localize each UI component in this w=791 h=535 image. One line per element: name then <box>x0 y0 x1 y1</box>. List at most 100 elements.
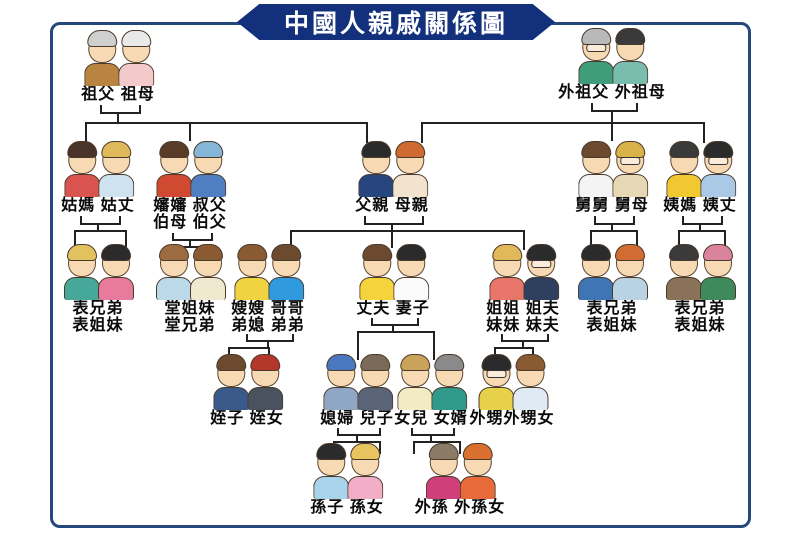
person-body <box>358 277 395 300</box>
person-illustration <box>511 352 548 410</box>
person-illustration <box>156 242 192 300</box>
group-daughter-son-in-law: 女兒 女婿 <box>394 352 467 427</box>
label-line: 伯母 伯父 <box>153 214 227 231</box>
person-hair <box>614 141 645 158</box>
couple-illustration <box>488 242 559 300</box>
title-banner: 中國人親戚關係圖 <box>237 4 555 40</box>
marriage-bracket <box>80 216 121 225</box>
relationship-label: 表兄弟表姐妹 <box>586 300 637 334</box>
relationship-label: 孫子 孫女 <box>310 499 383 516</box>
label-line: 表姐妹 <box>674 317 726 334</box>
person-illustration <box>577 139 614 197</box>
person-hair <box>360 141 391 158</box>
person-illustration <box>459 441 496 499</box>
group-grandson-granddaughter: 孫子 孫女 <box>310 441 383 516</box>
relationship-label: 祖父 祖母 <box>81 86 154 103</box>
person-illustration <box>699 139 736 197</box>
person-body <box>189 174 226 197</box>
person-hair <box>236 244 267 261</box>
person-hair <box>67 244 97 261</box>
couple-illustration <box>64 242 134 300</box>
marriage-bracket <box>100 105 141 114</box>
label-line: 祖父 祖母 <box>81 86 155 103</box>
person-illustration <box>358 242 395 300</box>
descent-stem <box>391 230 393 248</box>
person-illustration <box>246 352 283 410</box>
group-daughter-in-law-son: 媳婦 兒子 <box>320 352 393 427</box>
group-maternal-aunt-husband: 姨媽 姨丈 <box>663 139 736 214</box>
person-hair <box>270 244 301 261</box>
descent-stem <box>611 223 613 230</box>
group-paternal-aunt-husband: 姑媽 姑丈 <box>61 139 134 214</box>
marriage-bracket <box>337 428 381 436</box>
descent-stem <box>267 340 269 347</box>
couple-illustration <box>578 242 648 300</box>
descent-stem <box>117 112 119 122</box>
person-hair <box>215 354 246 371</box>
person-illustration <box>577 26 614 84</box>
label-line: 姪子 姪女 <box>210 410 284 427</box>
group-maternal-grandchildren: 外孫 外孫女 <box>415 441 505 516</box>
group-husband-wife: 丈夫 妻子 <box>356 242 429 317</box>
person-illustration <box>233 242 270 300</box>
person-illustration <box>357 139 394 197</box>
person-body <box>578 277 614 300</box>
person-illustration <box>430 352 467 410</box>
relationship-label: 外祖父 外祖母 <box>558 84 665 101</box>
children-bracket <box>74 230 127 250</box>
person-body <box>522 277 559 300</box>
relationship-label: 表兄弟表姐妹 <box>674 300 725 334</box>
person-hair <box>668 141 699 158</box>
couple-illustration <box>233 242 304 300</box>
person-illustration <box>63 139 100 197</box>
person-hair <box>581 244 611 261</box>
group-father-mother: 父親 母親 <box>355 139 428 214</box>
label-line: 媳婦 兒子 <box>320 410 394 427</box>
person-hair <box>480 354 511 371</box>
person-body <box>488 277 525 300</box>
person-hair <box>702 141 733 158</box>
person-hair <box>159 244 189 261</box>
descent-stem <box>189 239 191 246</box>
children-bracket <box>85 122 368 143</box>
relationship-label: 丈夫 妻子 <box>356 300 429 317</box>
person-hair <box>433 354 464 371</box>
person-body <box>392 277 429 300</box>
person-body <box>312 476 349 499</box>
person-body <box>190 277 226 300</box>
person-body <box>346 476 383 499</box>
label-line: 堂姐妹 <box>164 300 216 317</box>
marriage-bracket <box>682 216 723 225</box>
person-illustration <box>666 242 702 300</box>
label-line: 姑媽 姑丈 <box>61 197 135 214</box>
person-hair <box>615 244 645 261</box>
children-bracket <box>590 230 638 250</box>
person-body <box>577 174 614 197</box>
person-body <box>611 61 648 84</box>
couple-illustration <box>577 26 648 84</box>
person-hair <box>315 443 346 460</box>
person-body <box>396 387 433 410</box>
couple-illustration <box>425 441 496 499</box>
person-illustration <box>312 441 349 499</box>
person-illustration <box>488 242 525 300</box>
person-illustration <box>611 26 648 84</box>
person-illustration <box>155 139 192 197</box>
label-line: 嬸嬸 叔父 <box>153 197 227 214</box>
person-illustration <box>425 441 462 499</box>
label-line: 弟媳 弟弟 <box>231 317 305 334</box>
person-body <box>156 277 192 300</box>
person-hair <box>491 244 522 261</box>
person-hair <box>359 354 390 371</box>
couple-illustration <box>322 352 393 410</box>
couple-illustration <box>577 139 648 197</box>
person-illustration <box>396 352 433 410</box>
marriage-bracket <box>172 233 213 241</box>
glasses-icon <box>619 157 640 165</box>
label-line: 女兒 女婿 <box>394 410 468 427</box>
group-paternal-grandparents: 祖父 祖母 <box>81 28 154 103</box>
person-hair <box>101 244 131 261</box>
marriage-bracket <box>594 216 635 225</box>
couple-illustration <box>155 139 226 197</box>
relationship-label: 外甥外甥女 <box>469 410 554 427</box>
